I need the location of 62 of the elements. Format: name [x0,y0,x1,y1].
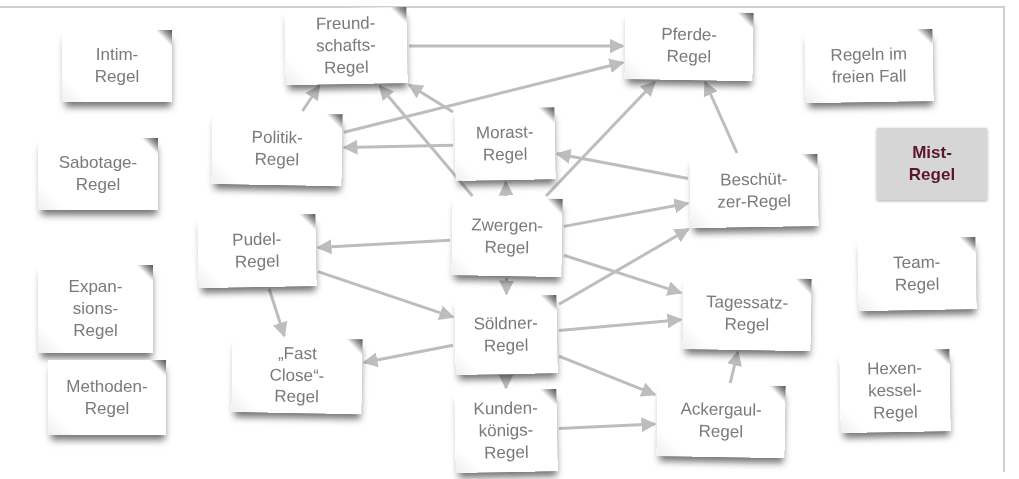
arrow [317,270,455,320]
sticky-note [38,265,153,353]
sticky-note [38,138,158,210]
note-text: Pferde- Regel [660,23,719,69]
arrow [343,58,625,134]
sticky-note [211,111,343,187]
note-text: Intim- Regel [93,44,141,88]
arrow [558,354,657,397]
sticky-note [48,360,166,435]
arrow [555,148,689,180]
note-text: Sabotage- Regel [57,152,139,196]
note-text: Team- Regel [892,251,942,297]
note-text: Zwergen- Regel [470,214,545,260]
sticky-note [656,383,786,459]
sticky-note [877,128,987,200]
arrow [499,278,515,296]
note-text: Freund- schafts- Regel [314,12,377,80]
arrow [563,253,683,296]
note-text: Methoden- Regel [65,375,149,420]
sticky-note [454,389,558,473]
note-text: Hexen- kessel- Regel [866,357,924,425]
note-text: Pudel- Regel [231,228,283,274]
sticky-note [682,276,812,352]
sticky-note [689,153,819,229]
sticky-note [231,336,363,415]
arrow [563,198,690,228]
arrow [378,84,474,197]
sticky-note [454,295,558,375]
sticky-note [857,237,977,311]
arrow [545,80,656,198]
note-text: Ackergaul- Regel [679,398,763,444]
note-text: Morast- Regel [474,121,535,167]
note-text: Söldner- Regel [472,312,540,358]
sticky-note [284,6,408,86]
arrow [558,227,690,306]
arrow [316,238,451,255]
arrow [558,417,657,433]
sticky-note [62,30,172,102]
note-text: Tagessatz- Regel [704,291,790,337]
note-text: „Fast Close“- Regel [268,342,326,409]
arrow [267,288,288,338]
note-text: Kunden- königs- Regel [472,397,539,465]
sticky-note [804,28,934,104]
arrow [498,374,514,390]
arrow [301,84,321,112]
sticky-note [839,349,951,433]
sticky-note [197,214,317,288]
arrow [409,38,625,54]
sticky-note [624,10,754,82]
note-text: Expan- sions- Regel [67,276,124,342]
note-text: Regeln im freien Fall [829,43,909,89]
sticky-note [454,107,556,181]
arrow [407,83,454,114]
arrow [703,80,739,154]
arrow [498,180,514,197]
arrow [558,313,683,332]
note-text: Politik- Regel [250,126,304,172]
note-text: Beschüt- zer-Regel [716,168,793,214]
arrow [342,139,454,155]
sticky-note [451,197,563,277]
arrow [362,343,454,368]
note-text: Mist- Regel [907,142,957,186]
